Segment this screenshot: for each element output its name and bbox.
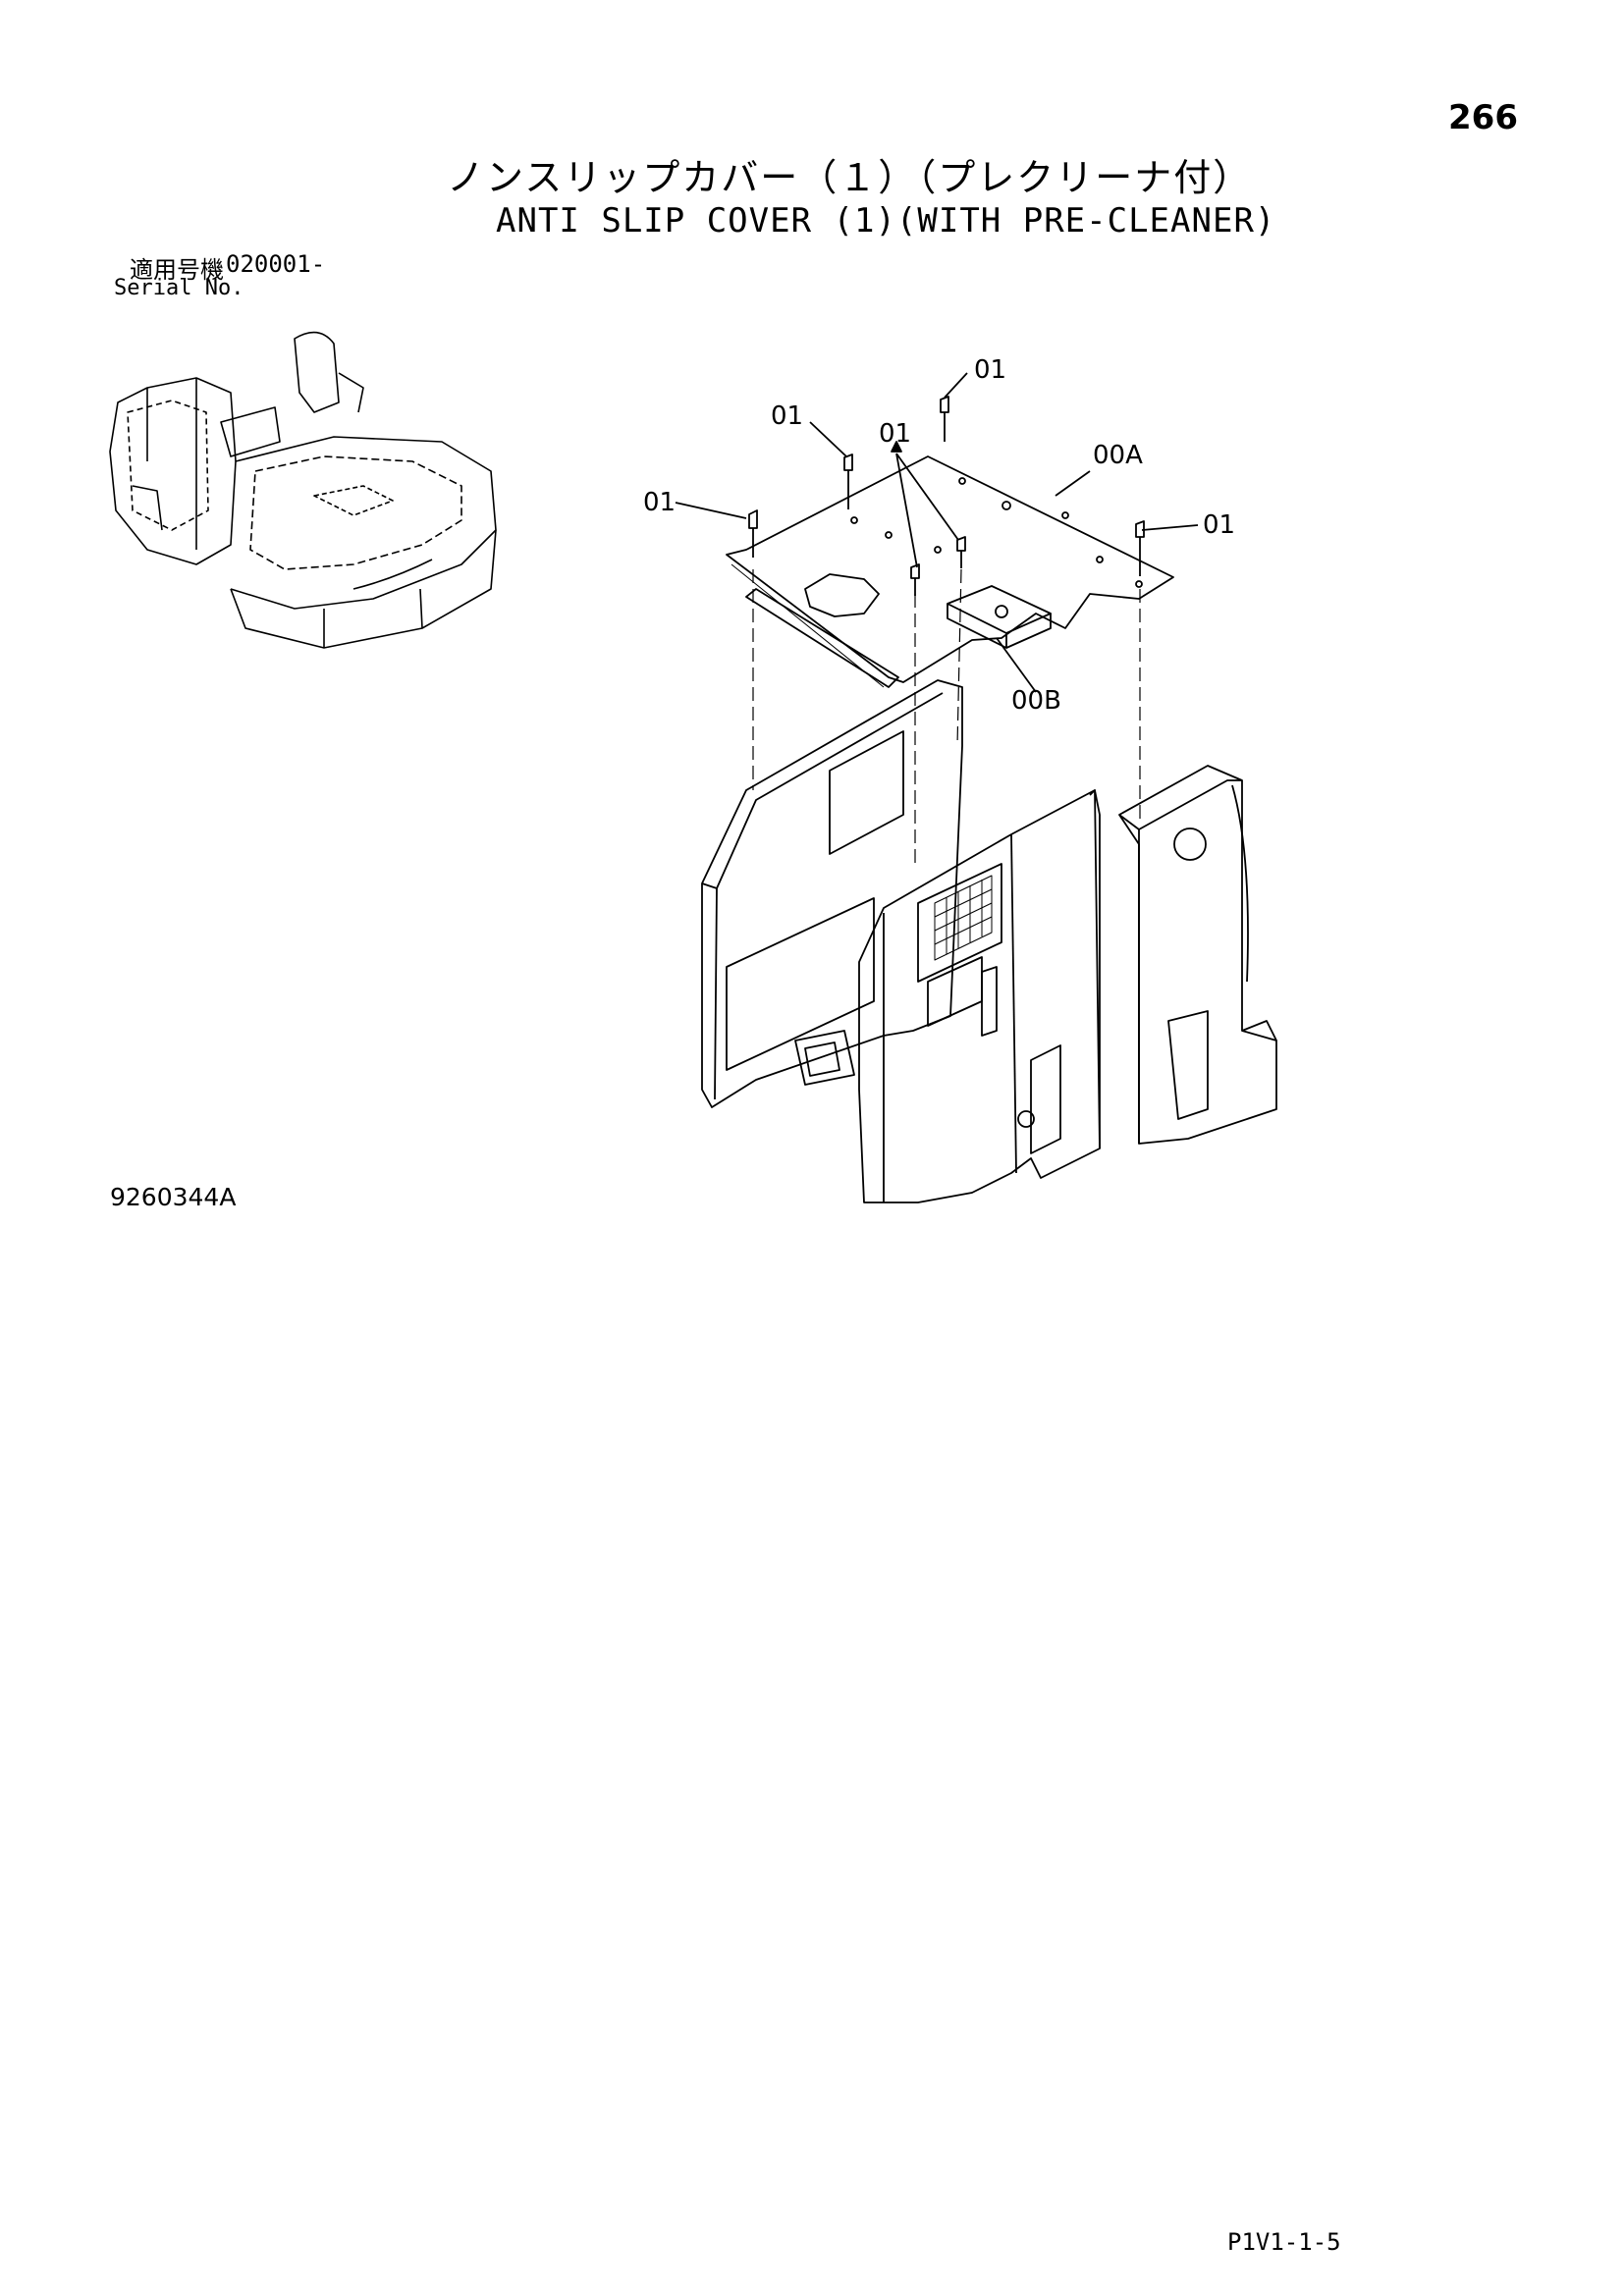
callout-01-center: 01 [879,419,911,449]
serial-label-japanese: 適用号機 [130,256,224,284]
callout-01-right: 01 [1203,510,1235,540]
serial-label-english: Serial No. [114,276,244,300]
callout-00a: 00A [1093,441,1143,470]
drawing-number: 9260344A [110,1183,237,1211]
page-number: 266 [1448,98,1518,137]
page-code: P1V1-1-5 [1227,2228,1341,2256]
callout-01-left: 01 [643,488,676,517]
callout-01-top: 01 [974,355,1006,385]
callout-00b: 00B [1011,686,1061,716]
callout-01-upper-left: 01 [771,401,803,431]
page-title-english: ANTI SLIP COVER (1)(WITH PRE-CLEANER) [496,201,1276,240]
serial-number: 020001- [226,250,326,278]
page-title-japanese: ノンスリップカバー（１）（プレクリーナ付） [447,156,1253,199]
anti-slip-cover-exploded-diagram [675,372,1277,1203]
